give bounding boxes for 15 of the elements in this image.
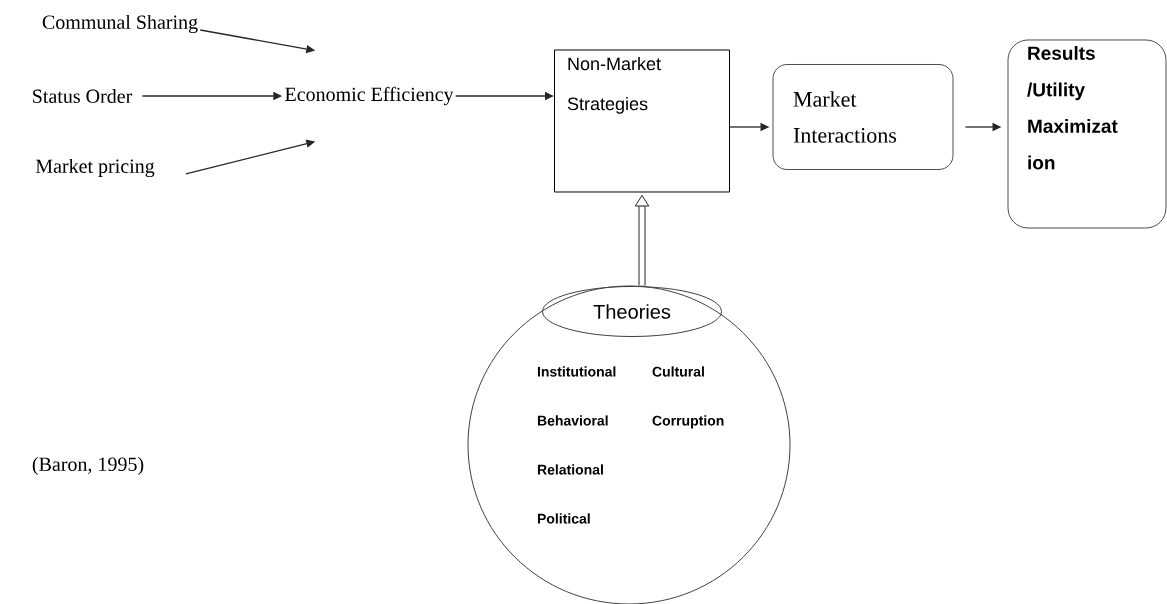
- rounded-box: Results /Utility Maximizat ion: [1007, 39, 1167, 229]
- node-label: Institutional: [537, 366, 616, 377]
- rounded-box: Market Interactions: [772, 64, 954, 170]
- text-label: Communal Sharing: [42, 14, 198, 34]
- node-label: Behavioral: [537, 415, 608, 426]
- text-label: Market pricing: [35, 158, 155, 178]
- node-label: Corruption: [652, 415, 724, 429]
- citation-text: (Baron, 1995): [32, 456, 144, 476]
- node-label: Political: [537, 513, 590, 524]
- strategy-box: Non-Market Strategies: [554, 49, 730, 193]
- hollow-arrow: [634, 194, 650, 286]
- text-label: Status Order: [33, 88, 133, 104]
- node-label: Cultural: [652, 366, 704, 377]
- text-label: Economic Efficiency: [285, 86, 454, 106]
- node-label: Relational: [537, 464, 603, 475]
